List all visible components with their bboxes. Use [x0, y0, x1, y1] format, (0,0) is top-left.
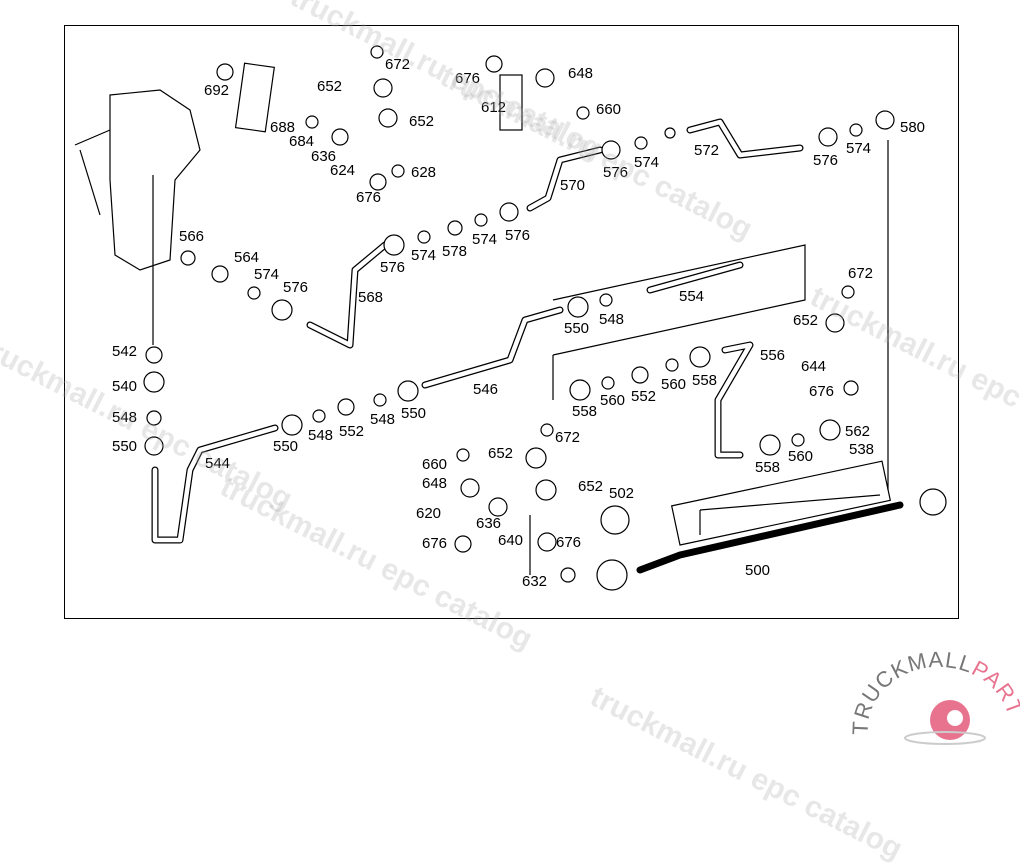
callout-676: 676 [356, 189, 382, 206]
callout-660: 660 [422, 456, 448, 473]
callout-558: 558 [755, 459, 781, 476]
callout-558: 558 [572, 403, 598, 420]
callout-548: 548 [308, 427, 334, 444]
callout-576: 576 [283, 279, 309, 296]
diagram-frame [64, 25, 959, 619]
callout-644: 644 [801, 358, 827, 375]
callout-560: 560 [788, 448, 814, 465]
callout-632: 632 [522, 573, 548, 590]
callout-570: 570 [560, 177, 586, 194]
callout-652: 652 [578, 478, 604, 495]
callout-684: 684 [289, 133, 315, 150]
callout-560: 560 [661, 376, 687, 393]
callout-548: 548 [599, 311, 625, 328]
gear-icon [904, 700, 986, 745]
pipe-546 [421, 306, 564, 389]
callout-672: 672 [385, 56, 411, 73]
callout-688: 688 [270, 119, 296, 136]
callout-676: 676 [809, 383, 835, 400]
callout-576: 576 [603, 164, 629, 181]
callout-544: 544 [205, 455, 231, 472]
callout-560: 560 [600, 392, 626, 409]
callout-550: 550 [401, 405, 427, 422]
callout-540: 540 [112, 378, 138, 395]
callout-692: 692 [204, 82, 230, 99]
callout-538: 538 [849, 441, 875, 458]
callout-568: 568 [358, 289, 384, 306]
callout-550: 550 [564, 320, 590, 337]
cylinder-500 [636, 501, 904, 574]
callout-578: 578 [442, 243, 468, 260]
plate-688 [234, 62, 275, 133]
callout-548: 548 [370, 411, 396, 428]
callout-554: 554 [679, 288, 705, 305]
callout-640: 640 [498, 532, 524, 549]
callout-546: 546 [473, 381, 499, 398]
bracket-612 [499, 74, 523, 131]
fittings [143, 45, 947, 591]
callout-548: 548 [112, 409, 138, 426]
callout-652: 652 [488, 445, 514, 462]
callout-652: 652 [409, 113, 435, 130]
callout-636: 636 [311, 148, 337, 165]
callout-542: 542 [112, 343, 138, 360]
callout-502: 502 [609, 485, 635, 502]
callout-552: 552 [631, 388, 657, 405]
callout-624: 624 [330, 162, 356, 179]
pipe-556 [714, 341, 754, 459]
callout-552: 552 [339, 423, 365, 440]
callout-566: 566 [179, 228, 205, 245]
callout-562: 562 [845, 423, 871, 440]
callout-676: 676 [422, 535, 448, 552]
callout-652: 652 [793, 312, 819, 329]
callout-574: 574 [254, 266, 280, 283]
callout-550: 550 [273, 438, 299, 455]
truckmall-parts-logo: TRUCKMALLPARTS [842, 630, 1024, 750]
callout-556: 556 [760, 347, 786, 364]
callout-574: 574 [411, 247, 437, 264]
steering-gear [109, 89, 201, 271]
callout-676: 676 [556, 534, 582, 551]
callout-574: 574 [846, 140, 872, 157]
callout-550: 550 [112, 438, 138, 455]
callout-648: 648 [568, 65, 594, 82]
callout-576: 576 [380, 259, 406, 276]
callout-628: 628 [411, 164, 437, 181]
callout-620: 620 [416, 505, 442, 522]
callout-576: 576 [505, 227, 531, 244]
callout-672: 672 [848, 265, 874, 282]
callout-574: 574 [472, 231, 498, 248]
callout-558: 558 [692, 372, 718, 389]
callout-676: 676 [455, 70, 481, 87]
callout-500: 500 [745, 562, 771, 579]
callout-574: 574 [634, 154, 660, 171]
callout-576: 576 [813, 152, 839, 169]
callout-672: 672 [555, 429, 581, 446]
callout-612: 612 [481, 99, 507, 116]
callout-564: 564 [234, 249, 260, 266]
callout-648: 648 [422, 475, 448, 492]
callout-636: 636 [476, 515, 502, 532]
callout-660: 660 [596, 101, 622, 118]
callout-652: 652 [317, 78, 343, 95]
callout-572: 572 [694, 142, 720, 159]
parts-drawing [74, 45, 947, 591]
callout-580: 580 [900, 119, 926, 136]
